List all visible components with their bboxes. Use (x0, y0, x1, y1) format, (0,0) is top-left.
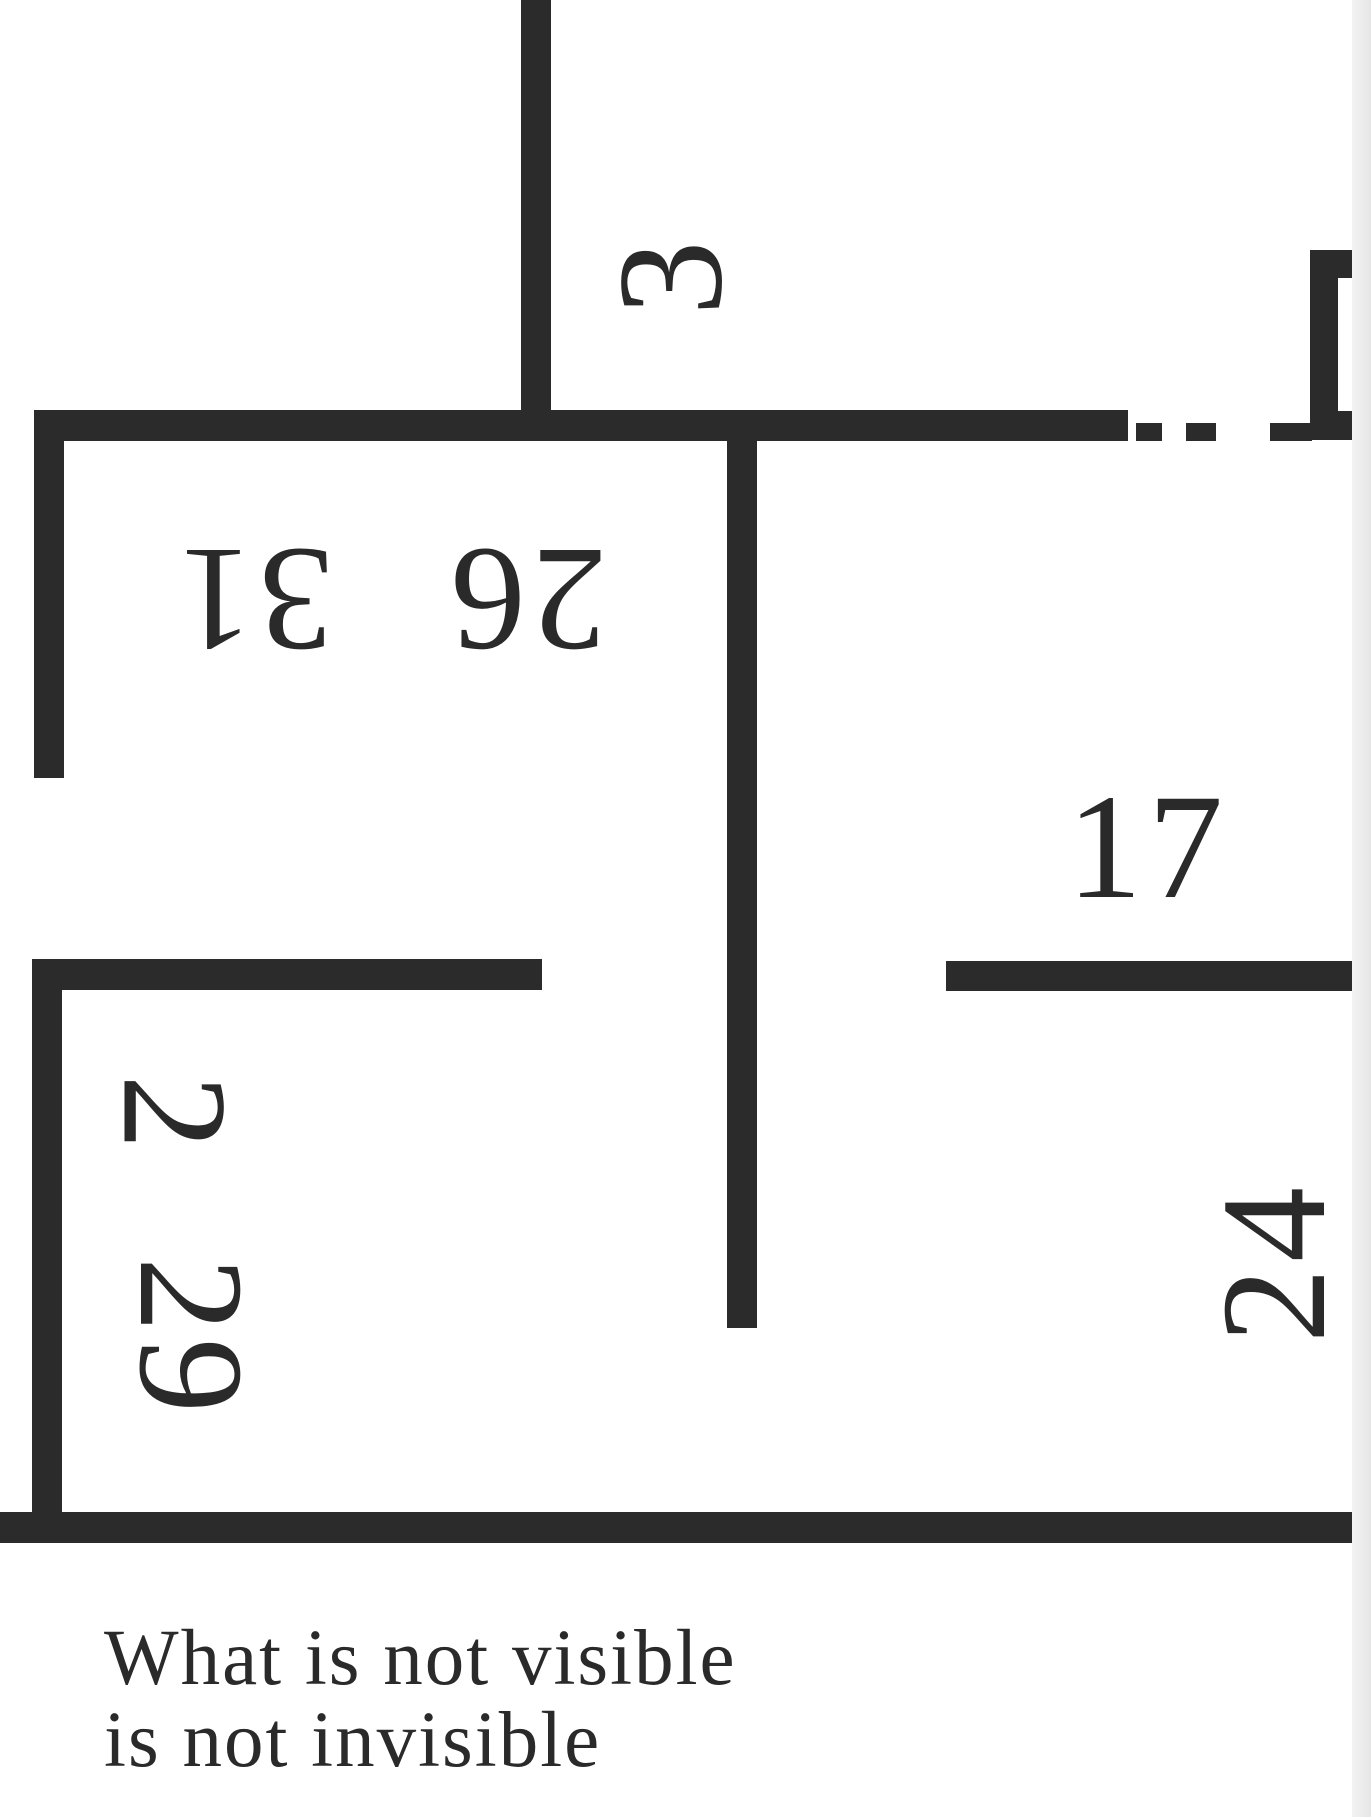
wall-box-left (1310, 250, 1338, 440)
wall-middle-right-horizontal (946, 961, 1356, 991)
room-number-26: 26 (445, 517, 607, 683)
wall-top-vertical (521, 0, 551, 425)
wall-dashed-segment-3 (1270, 423, 1312, 441)
room-number-29: 29 (108, 1257, 274, 1419)
caption: What is not visible is not invisible (104, 1618, 737, 1782)
wall-bottom-horizontal (0, 1512, 1356, 1543)
wall-box-bottom (1310, 411, 1355, 440)
room-number-17: 17 (1067, 764, 1229, 930)
caption-line-2: is not invisible (104, 1697, 602, 1784)
room-number-24: 24 (1191, 1181, 1357, 1343)
page-gutter (1352, 0, 1371, 1817)
wall-dashed-segment-2 (1186, 423, 1216, 441)
wall-left-lower-vertical (32, 959, 62, 1514)
room-number-31: 31 (172, 517, 334, 683)
wall-upper-horizontal (34, 410, 1128, 441)
wall-center-vertical (727, 440, 757, 1328)
room-number-3: 3 (587, 234, 754, 316)
caption-line-1: What is not visible (104, 1615, 737, 1702)
wall-box-top (1310, 250, 1355, 278)
wall-left-upper-vertical (34, 410, 64, 778)
room-number-2: 2 (91, 1074, 258, 1156)
wall-dashed-segment-1 (1136, 423, 1162, 441)
wall-middle-left-horizontal (32, 959, 542, 990)
